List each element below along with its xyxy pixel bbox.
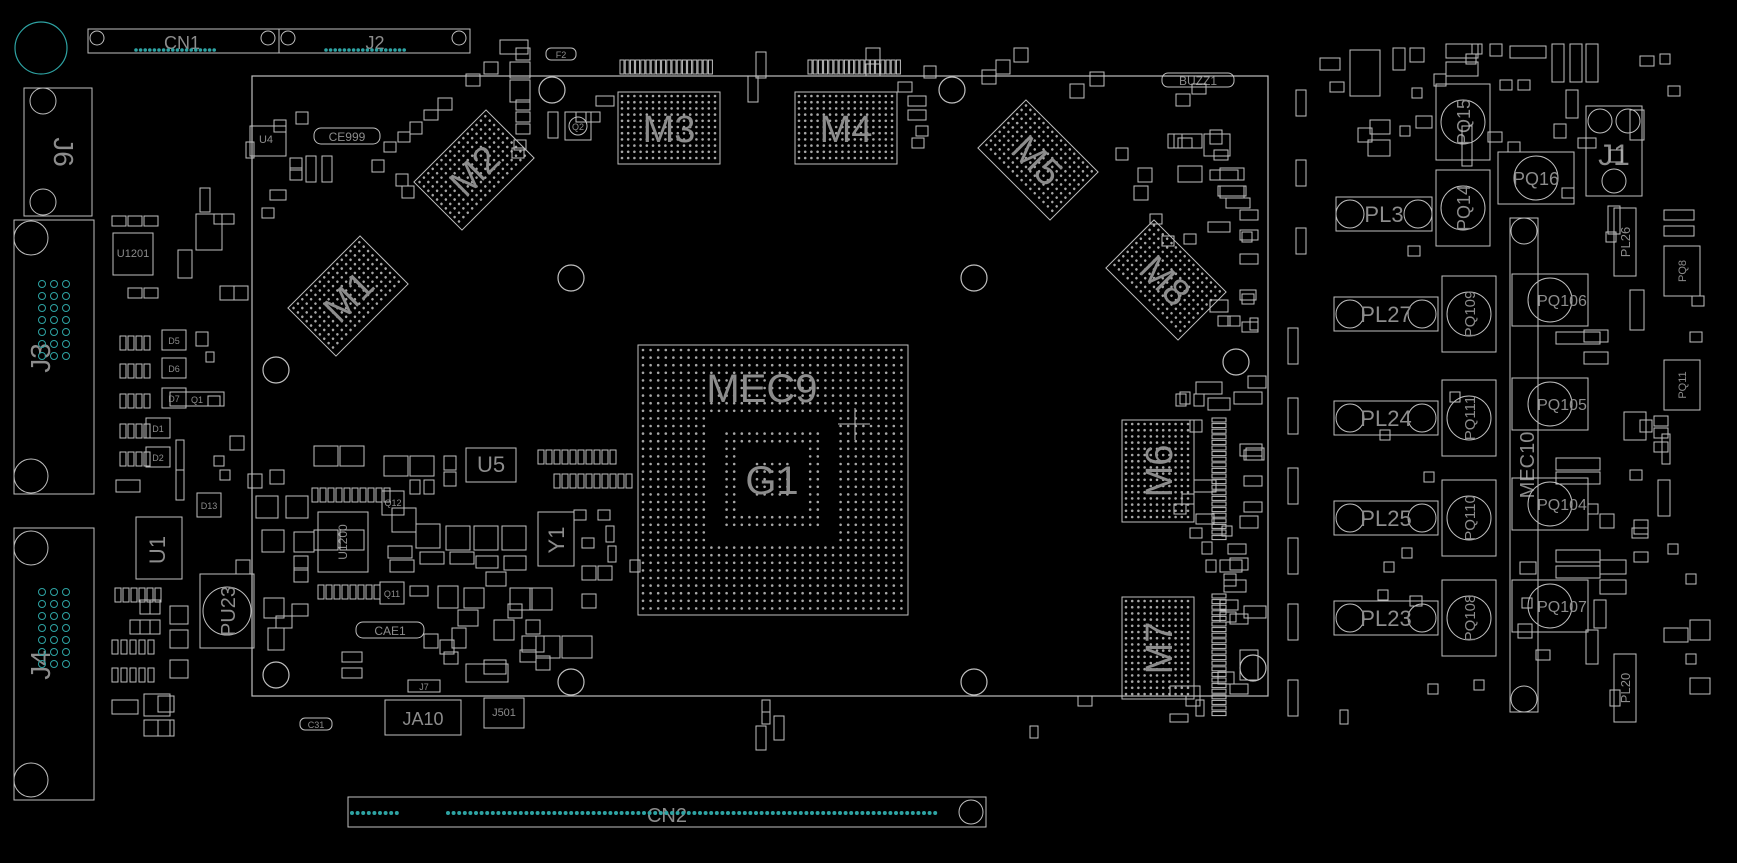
fuse-f2: F2 — [545, 47, 577, 61]
c31-label: C31 — [308, 720, 325, 730]
connector-ja10: JA10 — [384, 699, 462, 736]
pq107-label: PQ107 — [1537, 599, 1587, 616]
chip-m7: M7 — [1121, 596, 1195, 700]
cn1-label: CN1 — [164, 33, 200, 53]
q2-label: Q2 — [572, 122, 584, 132]
mec9-label: MEC9 — [706, 367, 817, 411]
m7-label: M7 — [1139, 622, 1181, 675]
j3-pin-grid — [38, 280, 70, 360]
y1-label: Y1 — [544, 527, 569, 554]
j7-label: J7 — [419, 682, 429, 692]
m4-label: M4 — [820, 109, 873, 151]
cn2-label: CN2 — [647, 805, 687, 827]
pl24-label: PL24 — [1360, 406, 1411, 431]
chip-m4: M4 — [794, 91, 898, 165]
g1-label: G1 — [745, 459, 798, 503]
pl26-label: PL26 — [1618, 227, 1633, 257]
connector-j6: J6 — [23, 87, 93, 217]
crystal-y1: Y1 — [537, 511, 575, 567]
power-section: MEC10 J1 PL3 PL27 PL24 PL25 PL23 PQ15 PQ… — [1333, 83, 1701, 723]
passive-components — [111, 39, 1711, 751]
d7-label: D7 — [168, 394, 180, 404]
capacitor-cae1: CAE1 — [355, 621, 425, 639]
cn1-pin-row — [134, 48, 407, 52]
d6-label: D6 — [168, 364, 180, 374]
d13-label: D13 — [201, 501, 218, 511]
part-d2: D2 — [145, 446, 171, 468]
pq8-label: PQ8 — [1677, 260, 1689, 282]
j2-label: J2 — [365, 33, 384, 53]
q1-label: Q1 — [191, 395, 203, 405]
part-d6: D6 — [161, 357, 187, 379]
d2-label: D2 — [152, 453, 164, 463]
pl25-label: PL25 — [1360, 506, 1411, 531]
f2-label: F2 — [556, 50, 567, 60]
chip-m3: M3 — [617, 91, 721, 165]
part-d13: D13 — [196, 492, 222, 518]
d5-label: D5 — [168, 336, 180, 346]
cn2-pin-row — [350, 811, 938, 815]
pq111-label: PQ111 — [1462, 396, 1479, 440]
d1-label: D1 — [152, 424, 164, 434]
ja10-label: JA10 — [402, 709, 443, 729]
buzzer-buzz1: BUZZ1 — [1161, 72, 1235, 88]
capacitor-ce999: CE999 — [313, 127, 381, 145]
q12-label: Q12 — [384, 498, 401, 508]
chip-u5: U5 — [465, 447, 517, 483]
part-d1: D1 — [145, 417, 171, 439]
chip-u1: U1 — [135, 516, 183, 580]
pq11-label: PQ11 — [1677, 371, 1689, 398]
pq110-label: PQ110 — [1462, 495, 1479, 541]
j1-label: J1 — [1598, 139, 1630, 172]
mec10-label: MEC10 — [1517, 432, 1539, 499]
pq108-label: PQ108 — [1462, 595, 1479, 642]
ce999-label: CE999 — [329, 130, 366, 144]
pq15-label: PQ15 — [1454, 99, 1474, 145]
j4-pin-grid — [38, 588, 70, 668]
pl20-label: PL20 — [1618, 673, 1633, 703]
capacitor-c31: C31 — [299, 717, 333, 731]
pq14-label: PQ14 — [1454, 185, 1474, 231]
pl27-label: PL27 — [1360, 302, 1411, 327]
chip-u1201: U1201 — [112, 232, 154, 276]
m6-label: M6 — [1139, 445, 1181, 498]
connector-j2: J2 — [278, 28, 471, 54]
pq105-label: PQ105 — [1537, 397, 1587, 414]
j6-label: J6 — [48, 137, 79, 167]
connector-cn2: CN2 — [347, 796, 987, 828]
part-q12: Q12 — [381, 490, 405, 516]
cae1-label: CAE1 — [374, 624, 406, 638]
part-u4: U4 — [249, 125, 287, 157]
u5-label: U5 — [477, 452, 505, 477]
pq106-label: PQ106 — [1537, 293, 1587, 310]
j501-label: J501 — [492, 707, 516, 719]
buzz1-label: BUZZ1 — [1179, 74, 1217, 88]
board-outline — [14, 21, 1269, 697]
chip-pu23: PU23 — [199, 573, 255, 649]
u1-label: U1 — [145, 536, 170, 564]
pl23-label: PL23 — [1360, 606, 1411, 631]
part-q1: Q1 — [169, 391, 225, 407]
q11-label: Q11 — [384, 589, 400, 599]
pl3-label: PL3 — [1364, 202, 1403, 227]
pq16-label: PQ16 — [1513, 169, 1559, 189]
chip-m6: M6 — [1121, 419, 1195, 523]
m3-label: M3 — [643, 109, 696, 151]
chip-gpu: MEC9 G1 — [637, 344, 909, 616]
u4-label: U4 — [259, 134, 273, 146]
connector-j501: J501 — [483, 697, 525, 729]
u1201-label: U1201 — [117, 248, 149, 260]
connector-j3: J3 — [13, 219, 95, 495]
pu23-label: PU23 — [218, 586, 240, 636]
part-d5: D5 — [161, 329, 187, 351]
part-d7: D7 — [161, 387, 187, 409]
pq109-label: PQ109 — [1462, 291, 1479, 338]
pq104-label: PQ104 — [1537, 497, 1587, 514]
connector-j7: J7 — [407, 679, 441, 693]
